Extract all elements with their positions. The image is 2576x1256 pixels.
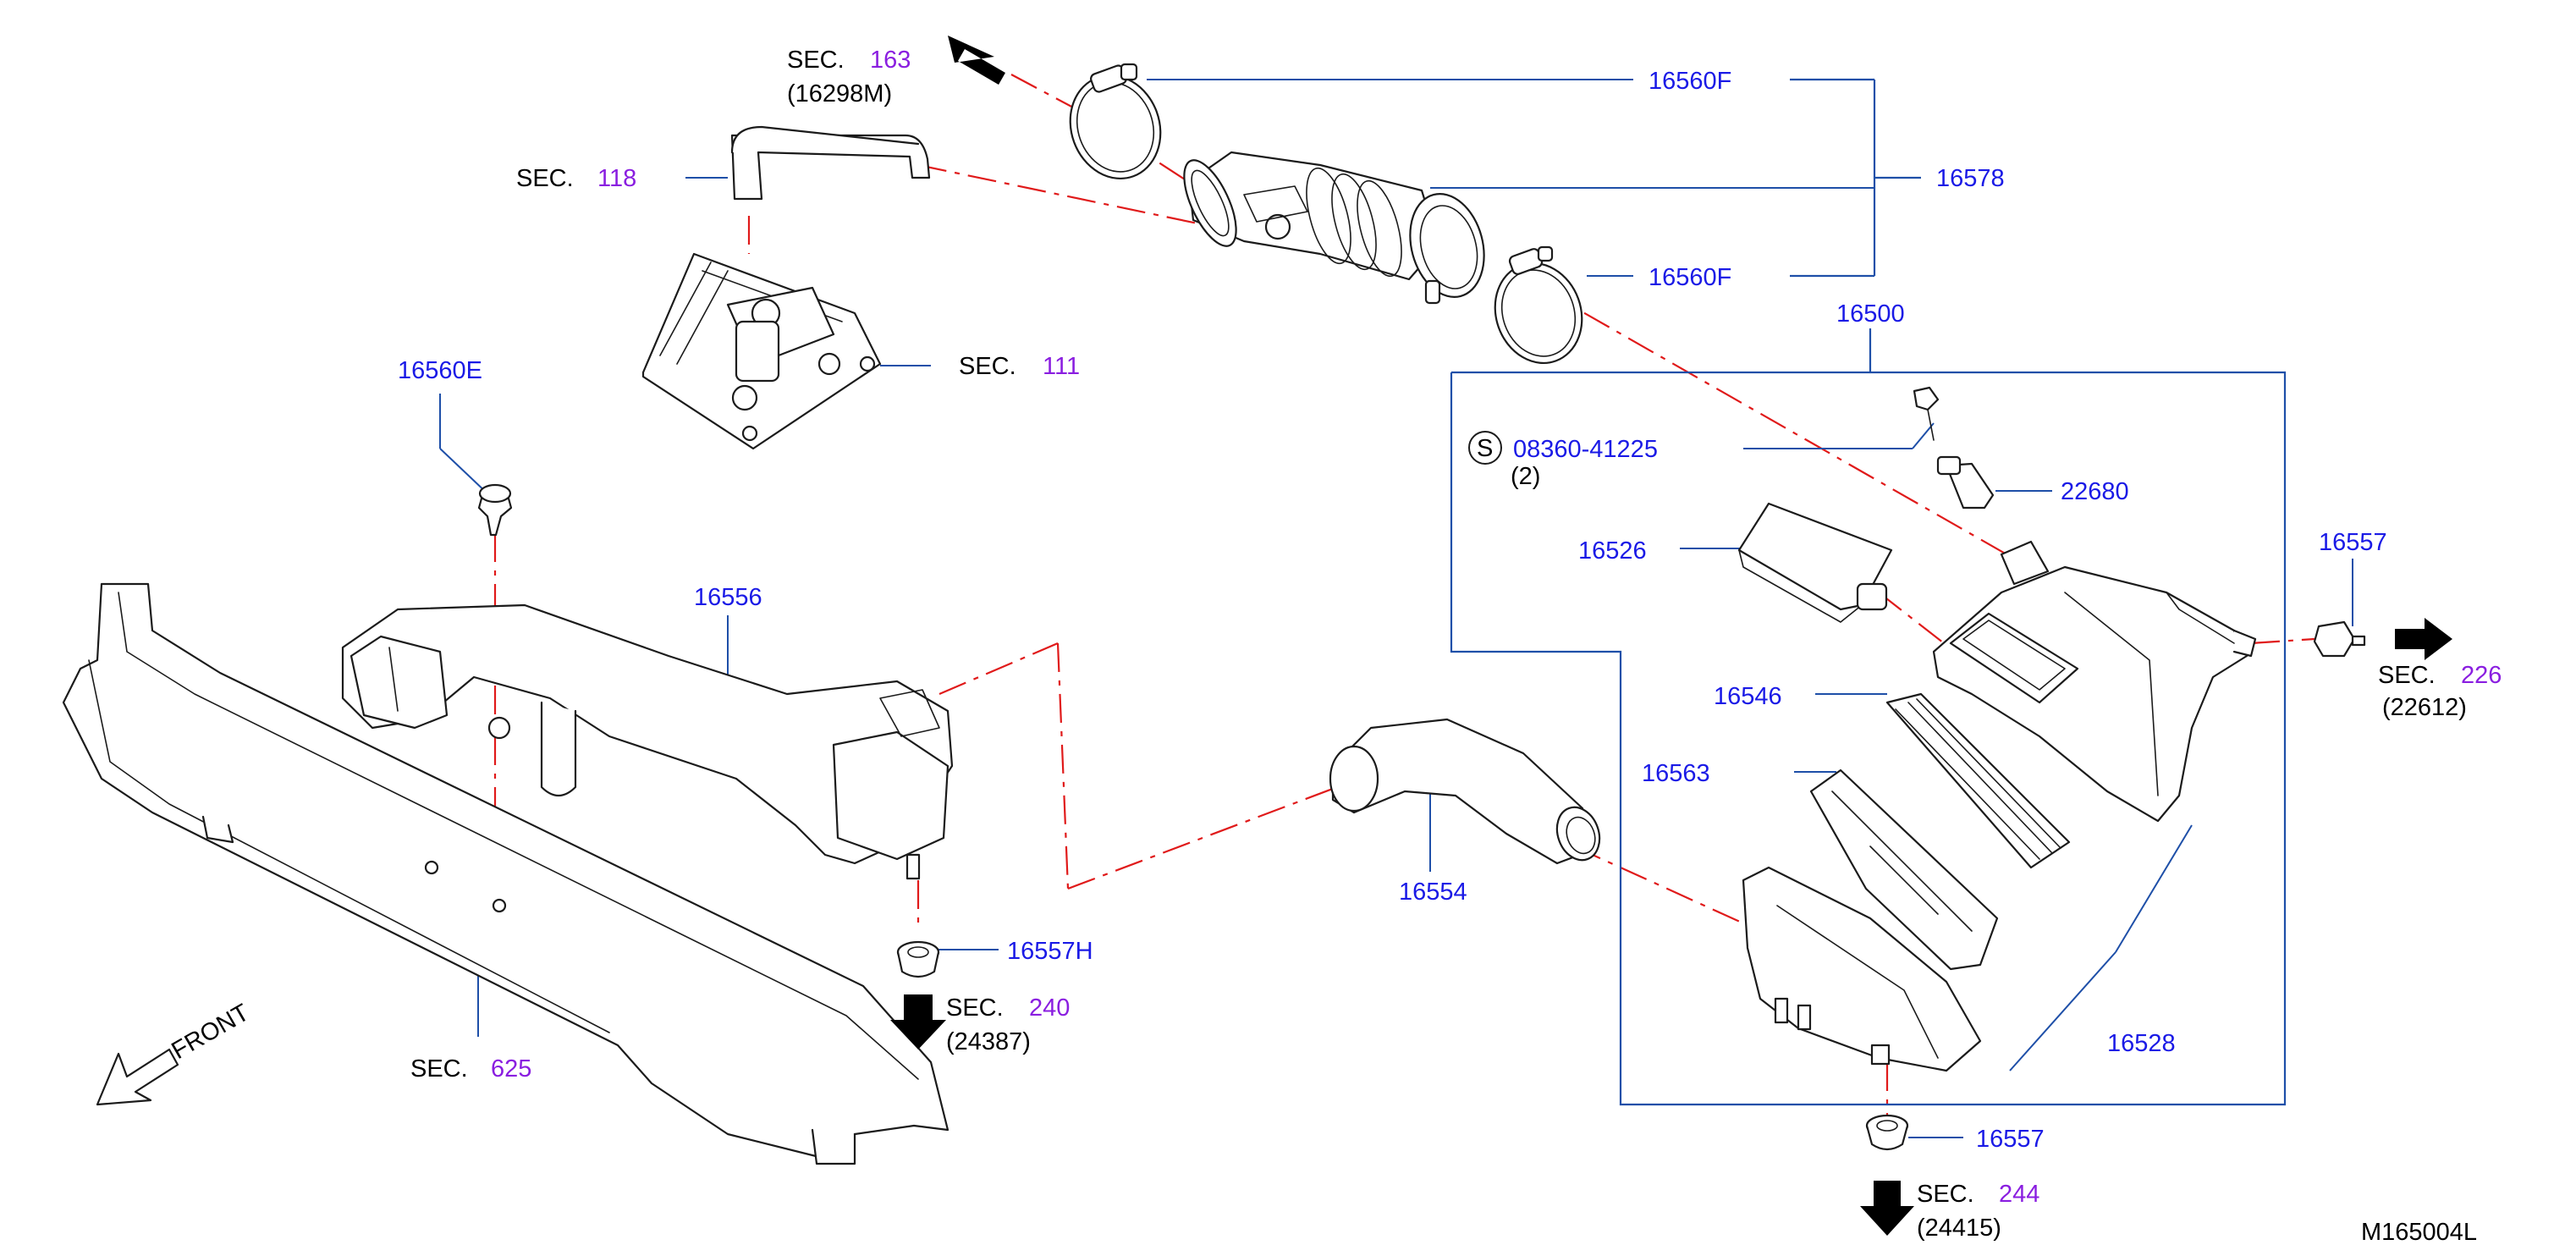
part-label-16500[interactable]: 16500: [1836, 300, 1905, 328]
part-label-16528[interactable]: 16528: [2107, 1030, 2176, 1057]
sec226-number[interactable]: 226: [2461, 662, 2502, 689]
part-label-16556[interactable]: 16556: [694, 584, 762, 611]
spec-circle-icon: [1468, 431, 1502, 465]
front-direction-indicator: FRONT: [96, 999, 255, 1106]
sec163-ref: (16298M): [787, 80, 892, 107]
grommet-16557h-drawing: [896, 940, 940, 978]
part-label-16557h[interactable]: 16557H: [1007, 938, 1093, 965]
sec244-ref: (24415): [1917, 1215, 2001, 1242]
sec625-number[interactable]: 625: [491, 1055, 531, 1082]
part-label-16557-right[interactable]: 16557: [2319, 529, 2387, 556]
spec-s-mark: S: [1477, 435, 1493, 462]
blow-by-hose-drawing: [730, 125, 931, 201]
sec163-prefix: SEC.: [787, 47, 845, 74]
part-label-16557-bottom[interactable]: 16557: [1976, 1126, 2045, 1153]
part-label-16554[interactable]: 16554: [1399, 879, 1467, 906]
section-reference-labels: SEC. 163 (16298M) SEC. 118 SEC. 111 SEC.…: [410, 47, 2502, 1242]
part-label-22680[interactable]: 22680: [2061, 478, 2129, 505]
arrow-sec244-icon: [1860, 1181, 1914, 1236]
part-label-16563[interactable]: 16563: [1642, 760, 1710, 787]
part-label-16560f-bottom[interactable]: 16560F: [1649, 264, 1731, 291]
air-cleaner-upper-case-drawing: [1932, 540, 2257, 823]
sec226-ref: (22612): [2382, 694, 2467, 721]
sec111-prefix: SEC.: [959, 353, 1016, 380]
sec118-number[interactable]: 118: [597, 165, 636, 192]
sec163-number[interactable]: 163: [870, 47, 911, 74]
hose-clamp-top-drawing: [1069, 63, 1162, 180]
arrow-sec163-icon: [948, 36, 1005, 85]
filter-element-drawing: [1885, 692, 2071, 869]
hose-clamp-bottom-drawing: [1494, 245, 1583, 365]
sec111-number[interactable]: 111: [1043, 353, 1080, 380]
leader-lines: [439, 78, 2353, 1138]
intake-duct-bellows-drawing: [1183, 151, 1485, 305]
sec240-ref: (24387): [946, 1028, 1031, 1055]
part-label-16560f-top[interactable]: 16560F: [1649, 68, 1731, 95]
direction-arrows: [890, 36, 2452, 1236]
air-duct-16556-drawing: [341, 603, 954, 880]
part-label-08360-41225[interactable]: 08360-41225: [1513, 436, 1658, 463]
diagram-id: M165004L: [2361, 1219, 2477, 1246]
part-label-16578[interactable]: 16578: [1936, 165, 2005, 192]
rocker-cover-drawing: [641, 252, 882, 450]
filter-frame-drawing: [1809, 768, 1999, 971]
part-label-16526[interactable]: 16526: [1578, 537, 1647, 565]
sec625-prefix: SEC.: [410, 1055, 468, 1082]
front-label: FRONT: [168, 999, 255, 1065]
sec240-prefix: SEC.: [946, 994, 1004, 1022]
sec118-prefix: SEC.: [516, 165, 574, 192]
resonator-cover-drawing: [1737, 502, 1893, 623]
air-inlet-16554-drawing: [1329, 718, 1601, 865]
sec244-number[interactable]: 244: [1999, 1181, 2039, 1208]
clip-16560e-drawing: [477, 483, 513, 537]
grommet-bottom-drawing: [1865, 1114, 1909, 1151]
part-label-16546[interactable]: 16546: [1714, 683, 1782, 710]
grommet-right-drawing: [2313, 620, 2366, 658]
front-arrow-icon: [96, 1048, 179, 1106]
part-qty-08360: (2): [1511, 463, 1540, 490]
arrow-sec226-icon: [2395, 618, 2452, 660]
sec244-prefix: SEC.: [1917, 1181, 1974, 1208]
front-member-drawing: [62, 582, 949, 1165]
sec226-prefix: SEC.: [2378, 662, 2436, 689]
mass-air-flow-sensor-drawing: [1936, 455, 1995, 510]
part-number-labels: 16560F 16578 16560F 16500 16560E 16556 1…: [398, 68, 2387, 1153]
air-cleaner-lower-case-drawing: [1742, 866, 1982, 1072]
arrow-sec240-icon: [890, 994, 946, 1049]
part-label-16560e[interactable]: 16560E: [398, 357, 482, 384]
bolt-08360-drawing: [1913, 386, 1940, 441]
sec240-number[interactable]: 240: [1029, 994, 1070, 1022]
